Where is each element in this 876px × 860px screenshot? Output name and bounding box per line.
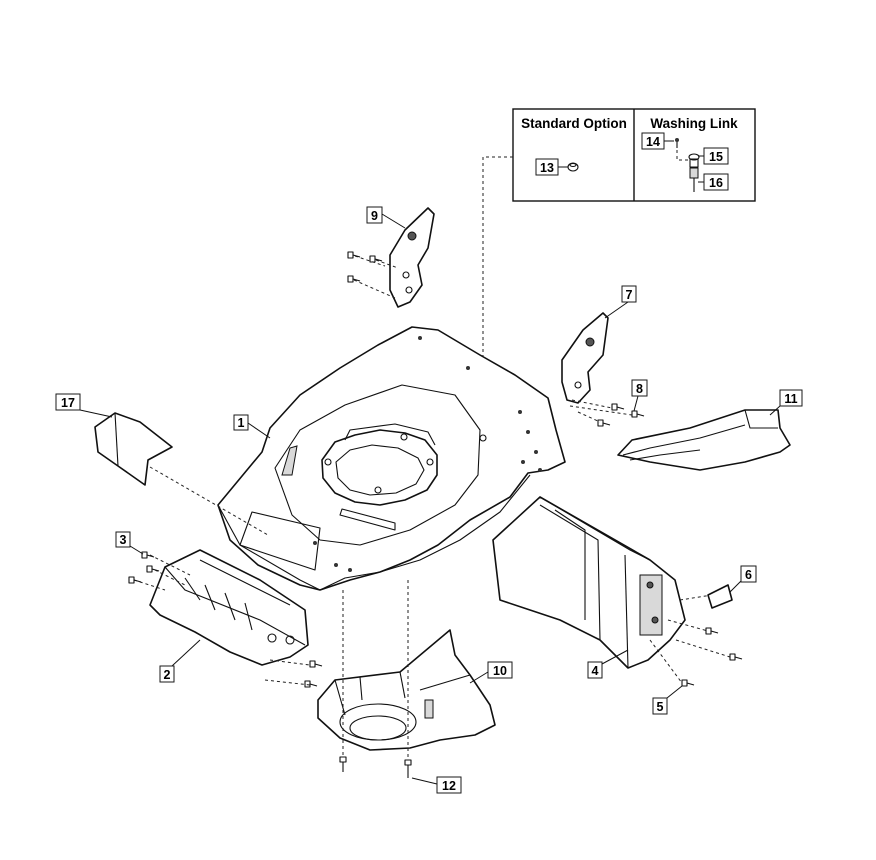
leader-lines bbox=[79, 213, 781, 785]
callout-16: 16 bbox=[703, 173, 729, 191]
handle-bracket-part-9 bbox=[389, 207, 435, 308]
svg-text:4: 4 bbox=[592, 664, 599, 678]
flap-part-17 bbox=[94, 412, 173, 486]
screws-part-3 bbox=[128, 551, 323, 688]
callout-6: 6 bbox=[740, 565, 757, 583]
svg-text:7: 7 bbox=[626, 288, 633, 302]
callout-2: 2 bbox=[159, 665, 175, 683]
callout-17: 17 bbox=[55, 393, 81, 411]
svg-text:12: 12 bbox=[442, 779, 456, 793]
standard-option-header: Standard Option bbox=[521, 116, 627, 131]
rear-chute-part-4 bbox=[492, 496, 686, 669]
callout-4: 4 bbox=[587, 661, 603, 679]
svg-text:14: 14 bbox=[646, 135, 660, 149]
callout-7: 7 bbox=[621, 285, 637, 303]
callout-8: 8 bbox=[631, 379, 648, 397]
svg-text:9: 9 bbox=[371, 209, 378, 223]
mulch-plug-part-11 bbox=[617, 409, 791, 471]
svg-text:3: 3 bbox=[120, 533, 127, 547]
svg-text:10: 10 bbox=[493, 664, 507, 678]
callout-10: 10 bbox=[487, 661, 513, 679]
callout-9: 9 bbox=[366, 206, 383, 224]
svg-text:2: 2 bbox=[164, 668, 171, 682]
svg-text:13: 13 bbox=[540, 161, 554, 175]
callout-15: 15 bbox=[703, 147, 729, 165]
svg-text:11: 11 bbox=[784, 392, 797, 406]
callout-11: 11 bbox=[779, 389, 803, 407]
svg-text:15: 15 bbox=[709, 150, 723, 164]
callout-1: 1 bbox=[233, 414, 249, 431]
washing-link-header: Washing Link bbox=[650, 116, 738, 131]
deck-housing-part-1 bbox=[217, 326, 566, 591]
screws-part-4 bbox=[649, 594, 743, 687]
callout-5: 5 bbox=[652, 697, 668, 715]
svg-text:5: 5 bbox=[657, 700, 664, 714]
screws-part-9 bbox=[347, 251, 399, 299]
callout-13: 13 bbox=[535, 158, 559, 176]
screws-part-8 bbox=[569, 399, 645, 427]
svg-text:8: 8 bbox=[636, 382, 643, 396]
handle-bracket-part-7 bbox=[561, 312, 609, 404]
callout-12: 12 bbox=[436, 776, 462, 794]
callout-14: 14 bbox=[641, 132, 665, 150]
front-bracket-part-2 bbox=[149, 549, 309, 666]
baffle-part-10 bbox=[317, 629, 496, 751]
washing-link-parts bbox=[664, 138, 704, 192]
svg-text:6: 6 bbox=[745, 568, 752, 582]
svg-text:17: 17 bbox=[61, 396, 75, 410]
screws-part-12 bbox=[339, 580, 412, 778]
small-bracket-part-6 bbox=[707, 584, 733, 609]
cap-part-13 bbox=[558, 162, 579, 172]
callout-3: 3 bbox=[115, 531, 131, 548]
svg-text:16: 16 bbox=[709, 176, 723, 190]
svg-text:1: 1 bbox=[238, 416, 245, 430]
